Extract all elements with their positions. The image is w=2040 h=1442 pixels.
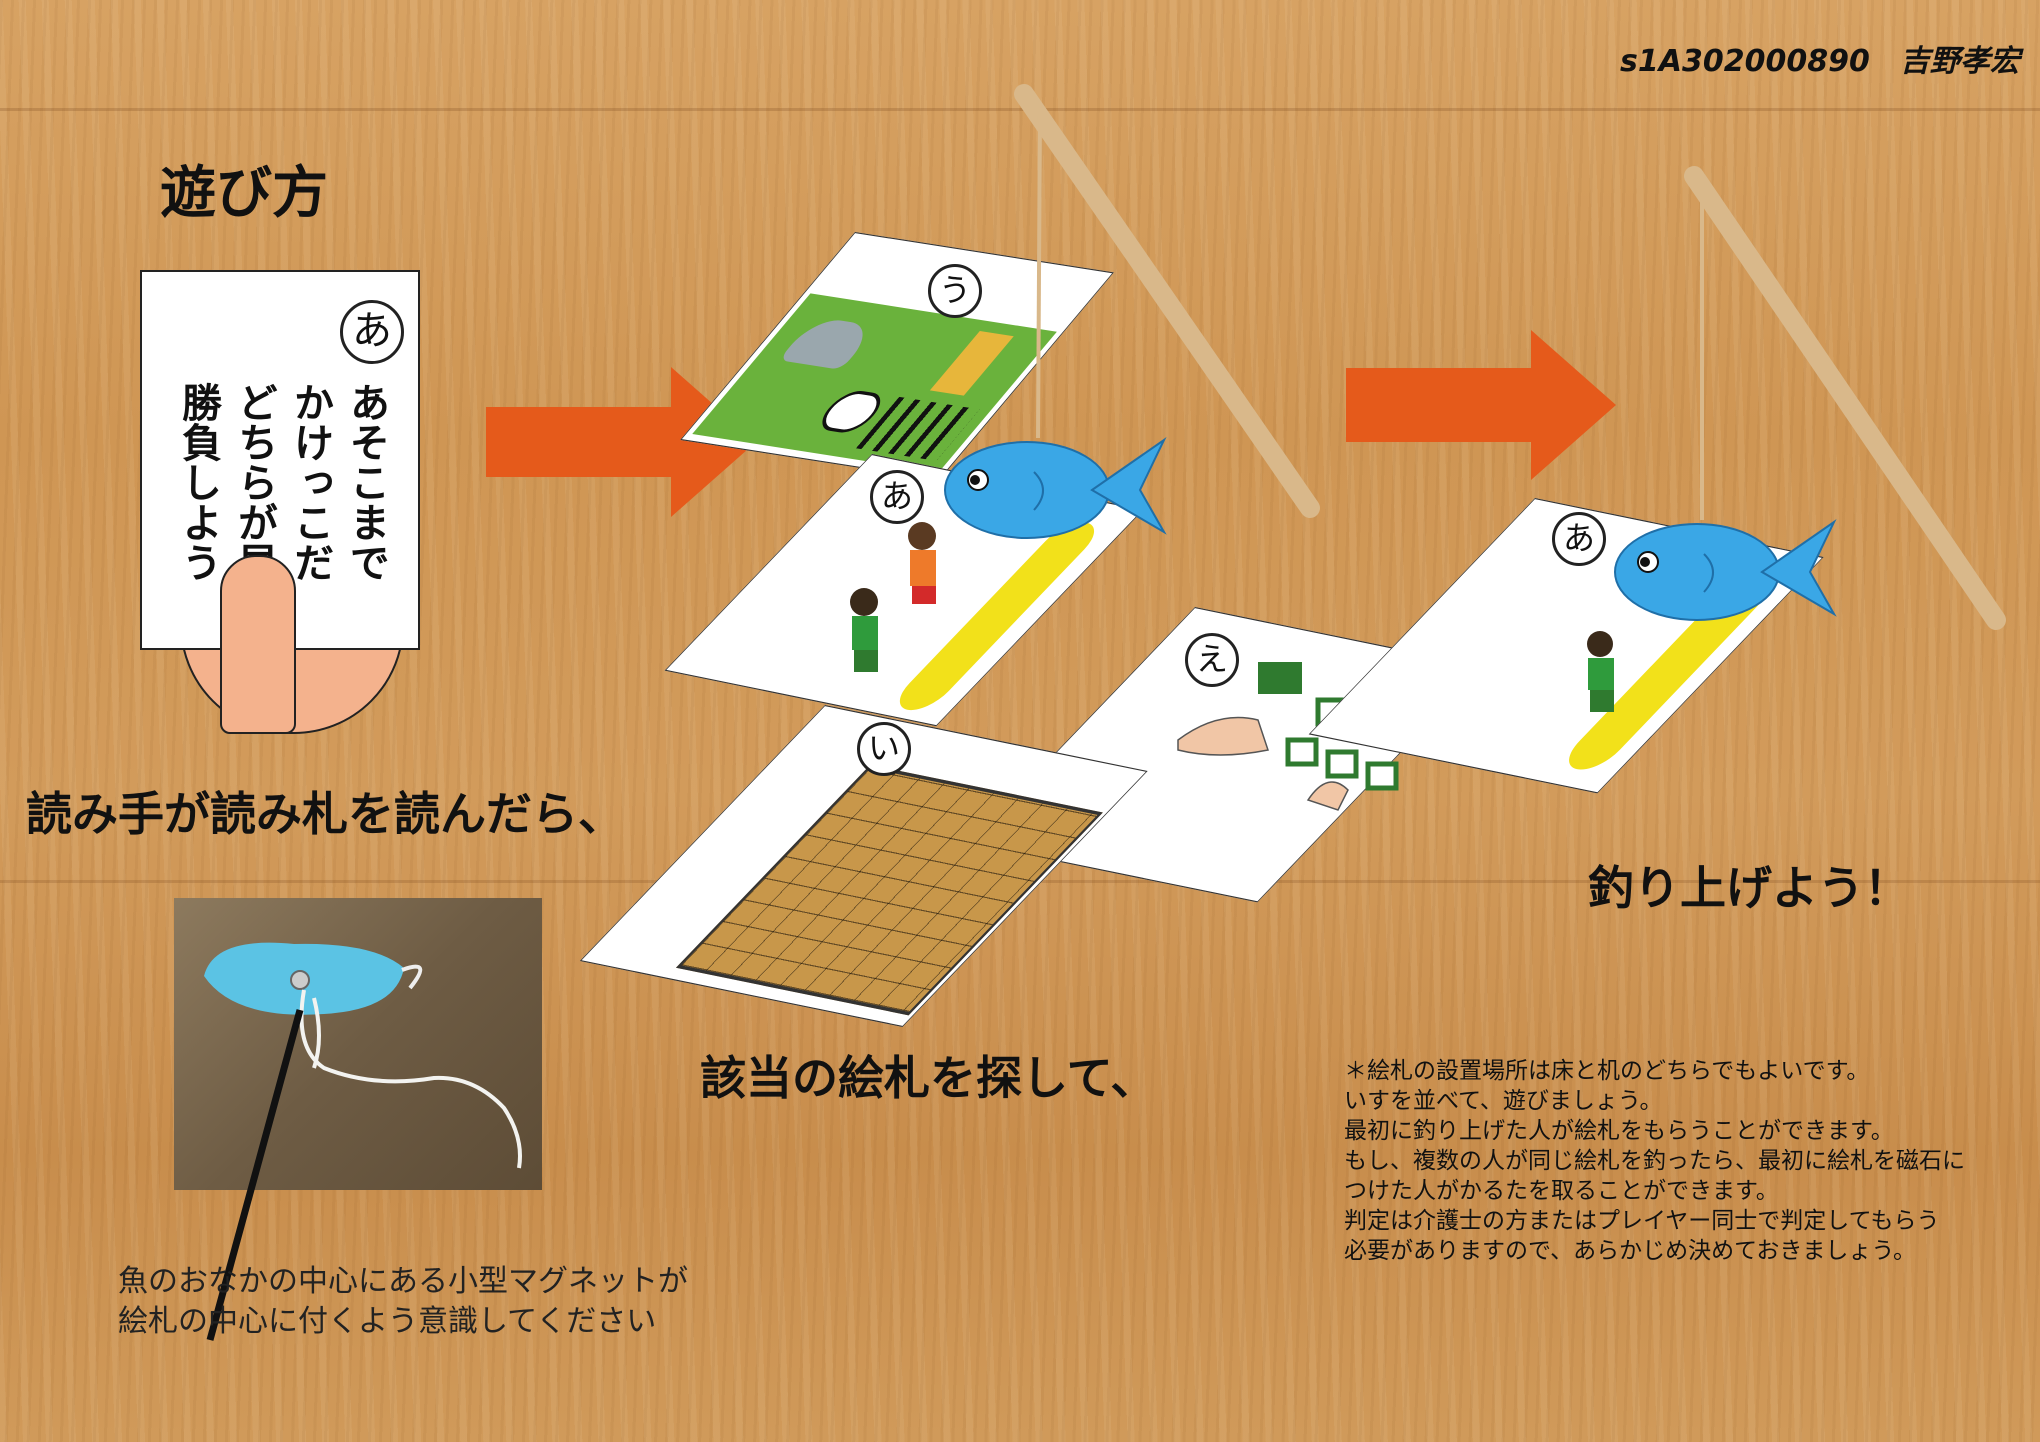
- picture-card-i-kana: い: [857, 722, 911, 776]
- fish-icon-1: [944, 437, 1167, 539]
- child-icon: [1587, 631, 1614, 712]
- pointer-line: [206, 1009, 304, 1341]
- reading-line-1: あそこまで: [343, 382, 389, 582]
- fish-photo: [174, 898, 542, 1190]
- picture-card-result-kana: あ: [1552, 512, 1606, 566]
- note-line: つけた人がかるたを取ることができます。: [1344, 1178, 1779, 1204]
- picture-card-a-kana: あ: [870, 470, 924, 524]
- hand-thumb: [220, 555, 296, 734]
- reading-line-2: かけっこだ: [287, 382, 333, 582]
- note-line: いすを並べて、遊びましょう。: [1344, 1088, 1663, 1114]
- step1-text: 読み手が読み札を読んだら、: [26, 787, 624, 841]
- fishing-rod-icon-2: [1684, 166, 2006, 630]
- fish-icon-2: [1614, 519, 1837, 621]
- reading-card-text: あそこまで かけっこだ どちらが早 勝負しよう: [170, 382, 394, 642]
- note-line: 最初に釣り上げた人が絵札をもらうことができます。: [1344, 1118, 1894, 1144]
- note-line: ＊絵札の設置場所は床と机のどちらでもよいです。: [1344, 1058, 1870, 1084]
- note-line: 必要がありますので、あらかじめ決めておきましょう。: [1344, 1238, 1917, 1264]
- string-icon: [299, 989, 522, 1169]
- note-line: もし、複数の人が同じ絵札を釣ったら、最初に絵札を磁石に: [1344, 1148, 1965, 1174]
- photo-caption-line-2: 絵札の中心に付くよう意識してください: [118, 1304, 657, 1339]
- arrow-right-icon-2: [1346, 330, 1616, 480]
- note-line: 判定は介護士の方またはプレイヤー同士で判定してもらう: [1344, 1208, 1940, 1234]
- photo-caption: 魚のおなかの中心にある小型マグネットが 絵札の中心に付くよう意識してください: [118, 1262, 688, 1342]
- notes: ＊絵札の設置場所は床と机のどちらでもよいです。 いすを並べて、遊びましょう。 最…: [1344, 1056, 1965, 1266]
- reading-line-3: どちらが早: [231, 382, 277, 582]
- author-credit: s1A302000890 吉野孝宏: [1620, 44, 2020, 79]
- fishing-rod-icon-1: [1014, 84, 1320, 518]
- photo-caption-line-1: 魚のおなかの中心にある小型マグネットが: [118, 1264, 688, 1299]
- reading-line-4: 勝負しよう: [175, 382, 221, 582]
- picture-card-e-kana: え: [1185, 633, 1239, 687]
- step2-text: 該当の絵札を探して、: [700, 1051, 1157, 1105]
- page-title: 遊び方: [160, 161, 328, 226]
- picture-card-u-kana: う: [928, 264, 982, 318]
- reading-card-group: あ あそこまで かけっこだ どちらが早 勝負しよう: [140, 270, 440, 740]
- children-icon: [850, 522, 936, 672]
- reading-card-kana: あ: [340, 300, 404, 364]
- fish-photo-drawing: [204, 942, 522, 1169]
- step3-text: 釣り上げよう！: [1588, 861, 1910, 915]
- arrow-right-icon-1: [486, 367, 756, 517]
- magnet-icon: [290, 970, 310, 990]
- shogi-board-icon: [675, 764, 1103, 1016]
